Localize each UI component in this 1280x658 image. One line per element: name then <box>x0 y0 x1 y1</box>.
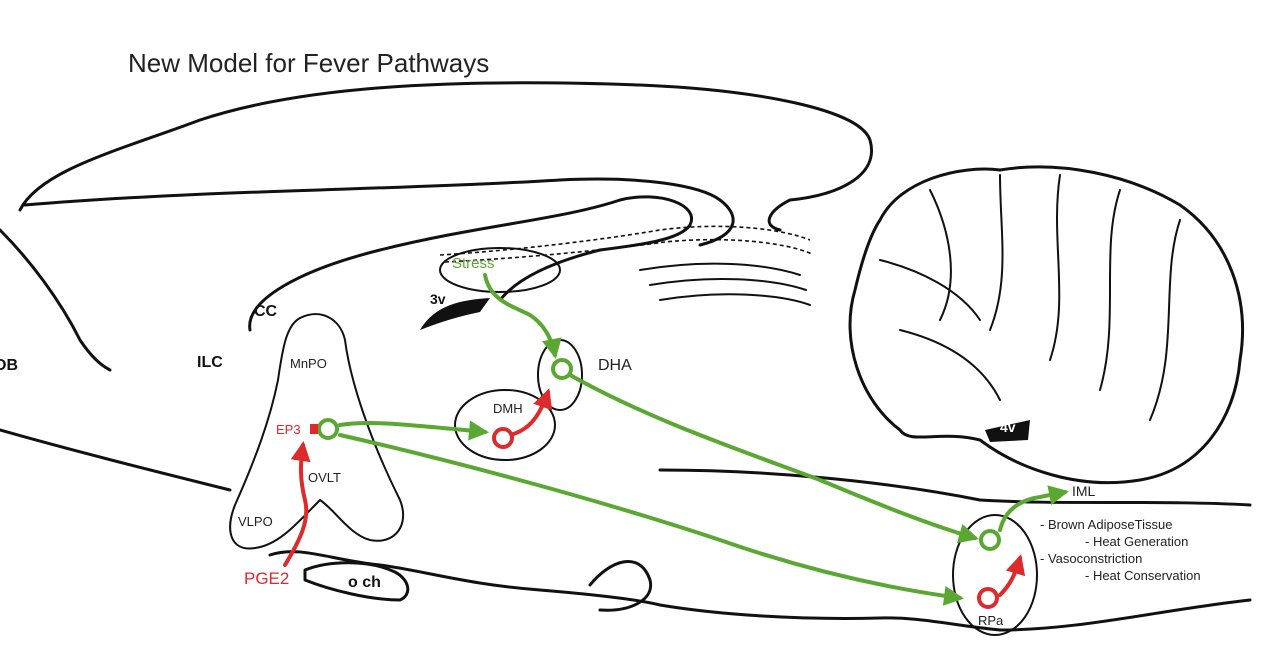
label-mnpo: MnPO <box>290 356 327 371</box>
preoptic-region <box>229 313 405 550</box>
olfactory-bulb-outline <box>0 228 112 372</box>
label-iml: IML <box>1072 483 1096 499</box>
label-dha: DHA <box>598 357 632 374</box>
hippocampus-lines <box>439 225 813 263</box>
label-stress: Stress <box>452 255 495 272</box>
stress-to-dha-arrow <box>483 273 562 359</box>
third-ventricle <box>420 298 490 330</box>
stress-region <box>439 247 561 293</box>
rpa-green-neuron <box>979 529 1001 551</box>
label-rpa: RPa <box>978 613 1004 628</box>
output-line-3: - Vasoconstriction <box>1040 551 1142 566</box>
dmh-region <box>454 389 556 461</box>
pge2-to-ep3-arrow <box>283 441 311 567</box>
label-ilc: ILC <box>197 354 223 371</box>
fornix-lines <box>639 262 811 306</box>
brain-outline <box>18 81 873 232</box>
label-dmh: DMH <box>493 401 523 416</box>
rpa-red-neuron <box>977 587 999 609</box>
cortex-mantle <box>23 177 735 247</box>
fourth-ventricle <box>985 420 1030 442</box>
pituitary <box>588 560 653 612</box>
label-ovlt: OVLT <box>308 470 341 485</box>
dmh-neuron <box>492 427 514 449</box>
label-cc: CC <box>254 303 278 320</box>
ep3-neuron <box>317 418 339 440</box>
dha-to-rpa-arrow <box>568 373 979 544</box>
rpa-red-arrow <box>998 554 1026 597</box>
label-ob: OB <box>0 357 18 374</box>
label-ep3: EP3 <box>276 422 301 437</box>
optic-chiasm <box>303 561 410 602</box>
output-line-4: - Heat Conservation <box>1085 568 1201 583</box>
dmh-to-dha-arrow <box>508 388 553 437</box>
dha-neuron <box>551 358 573 380</box>
rpa-to-iml-arrow <box>998 485 1069 532</box>
cerebellum-outline <box>848 165 1244 485</box>
diagram-title: New Model for Fever Pathways <box>128 48 489 78</box>
label-4v: 4v <box>1000 419 1016 435</box>
label-vlpo: VLPO <box>238 514 273 529</box>
ep3-to-rpa-arrow <box>338 433 964 606</box>
brainstem-lower-outline <box>658 468 1252 507</box>
output-line-2: - Heat Generation <box>1085 534 1188 549</box>
label-3v: 3v <box>430 291 446 307</box>
label-och: o ch <box>348 574 381 591</box>
label-pge2: PGE2 <box>244 569 289 588</box>
ventral-brain-outline <box>0 428 1252 632</box>
ep3-to-dmh-arrow <box>338 420 489 441</box>
cerebellum-folia <box>879 174 1181 421</box>
output-line-1: - Brown AdiposeTissue <box>1040 517 1172 532</box>
ep3-receptor-marker <box>310 424 318 434</box>
rpa-region <box>952 514 1038 636</box>
